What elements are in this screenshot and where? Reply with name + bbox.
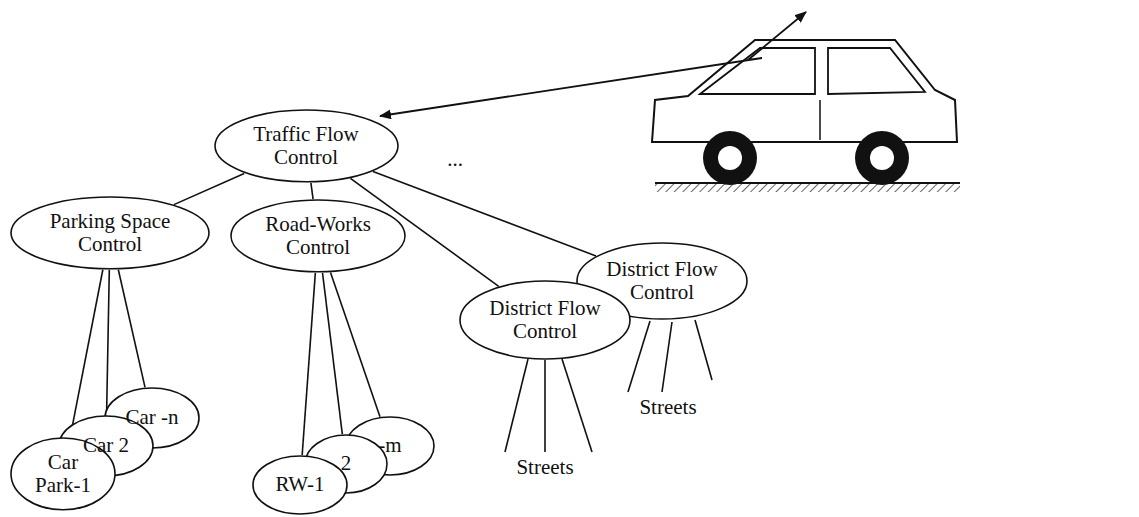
node-label: Car -n [119,406,186,429]
node-text-holder: -m [359,434,422,457]
ellipsis-label: ... [447,148,463,171]
car-window [700,48,815,94]
node-label: RW-1 [267,473,334,496]
node-text-holder: 2 [317,452,376,475]
tree-connector [311,183,313,199]
streets-label: Streets [516,456,573,479]
ellipse-node: Traffic Flow Control [214,109,399,183]
car-body [652,40,957,142]
car-hubcap [870,146,894,170]
tree-connector [107,270,110,415]
node-text-holder: RW-1 [267,473,334,496]
node-label: Traffic Flow Control [241,123,371,169]
node-label: Road-Works Control [255,213,382,259]
node-label: -m [359,434,422,457]
tree-connector [70,270,103,438]
ellipse-node: Parking Space Control [10,196,210,270]
car-wheel [703,131,757,185]
node-text-holder: District Flow Control [482,297,609,343]
node-label: Car 2 [73,434,140,457]
tree-connector [373,171,596,256]
node-text-holder: Road-Works Control [255,213,382,259]
car-window [828,48,925,94]
node-label: District Flow Control [482,297,609,343]
tree-connector [174,173,244,204]
radio-link-arrow [380,12,806,116]
node-text-holder: Car Park-1 [27,451,99,497]
tree-connector [118,270,145,388]
node-text-holder: District Flow Control [599,258,726,304]
node-label: Car Park-1 [27,451,99,497]
car-door-line [819,100,821,140]
ellipse-node: RW-1 [252,455,348,515]
car-wheel [855,131,909,185]
node-text-holder: Parking Space Control [38,210,182,256]
node-text-holder: Car -n [119,406,186,429]
node-text-holder: Traffic Flow Control [241,123,371,169]
car-hubcap [718,146,742,170]
tree-connector [302,273,315,455]
node-text-holder: Car 2 [73,434,140,457]
ellipse-node: Road-Works Control [230,199,406,273]
node-label: 2 [317,452,376,475]
node-label: District Flow Control [599,258,726,304]
ellipse-node: District Flow Control [459,280,631,360]
ground-hatch [655,183,960,192]
tree-connector [323,273,343,434]
streets-label: Streets [639,396,696,419]
node-label: Parking Space Control [38,210,182,256]
ground-line [655,182,960,184]
